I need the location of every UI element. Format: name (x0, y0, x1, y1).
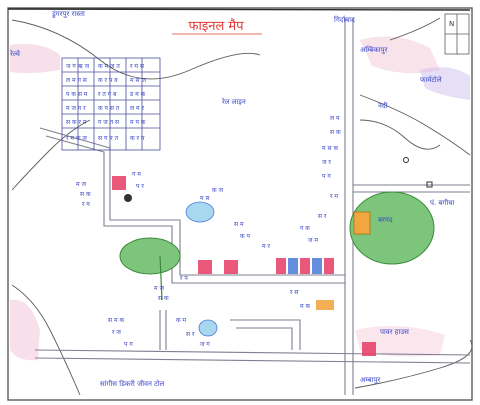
svg-text:ग ज त स: ग ज त स (98, 119, 120, 126)
svg-text:र स: र स (290, 289, 299, 296)
svg-text:म ज: म ज (154, 285, 164, 292)
svg-text:क र प व: क र प व (98, 77, 118, 84)
svg-text:क प: क प (240, 233, 251, 240)
village-grid (61, 57, 161, 151)
svg-text:ल म र: ल म र (130, 105, 144, 112)
tree-icon (119, 237, 181, 301)
svg-text:क म ज त: क म ज त (98, 63, 120, 70)
contour-bottomright (354, 339, 473, 389)
house-icon (362, 342, 376, 356)
pink-wash-topleft (10, 43, 60, 74)
label-bottom-center: सांगीस डिकरी जीवन टोल (100, 379, 164, 388)
roads (34, 18, 471, 395)
svg-text:म क: म क (300, 303, 310, 310)
svg-text:स क: स क (80, 191, 91, 198)
svg-text:र प: र प (180, 275, 188, 282)
pink-wash-bottomleft (10, 299, 40, 361)
svg-text:म र: म र (262, 243, 270, 250)
svg-text:क र म: क र म (130, 135, 145, 142)
map-border (7, 7, 473, 401)
svg-text:स क: स क (158, 295, 169, 302)
svg-text:र म स: र म स (130, 63, 145, 70)
marker-icon (403, 157, 409, 163)
contour-right-2 (359, 119, 441, 150)
label-bottom-right-road: अम्बापुर (360, 376, 380, 384)
svg-text:म स क: म स क (322, 145, 338, 152)
well-icon (124, 194, 132, 202)
svg-text:म स ज: म स ज (130, 77, 146, 84)
svg-text:प ग: प ग (124, 341, 133, 348)
svg-text:स म: स म (234, 221, 244, 228)
svg-text:र म क ज: र म क ज (66, 135, 87, 142)
svg-text:र ज: र ज (112, 329, 121, 336)
svg-text:म ज ग र: म ज ग र (66, 105, 86, 112)
svg-text:प क स म: प क स म (66, 91, 88, 98)
svg-text:स र: स र (318, 213, 327, 220)
purple-wash-right (420, 67, 470, 100)
svg-text:म ज: म ज (76, 181, 86, 188)
house-icon (224, 260, 238, 274)
pink-wash-topright (360, 36, 440, 74)
pond-icon (198, 319, 218, 337)
svg-text:म प क: म प क (130, 119, 146, 126)
house-icon (112, 176, 126, 190)
svg-text:र त ग ब: र त ग ब (98, 91, 117, 98)
contour-top (11, 19, 261, 80)
contour-bottomleft (11, 284, 81, 396)
svg-text:ल म: ल म (330, 115, 340, 122)
label-center-area: रेल लाइन (222, 97, 246, 106)
svg-text:ज ग: ज ग (200, 341, 210, 348)
svg-text:ड म क: ड म क (129, 91, 146, 98)
label-right-upper-2: फार्मटोले (420, 75, 442, 84)
svg-text:स ग प त: स ग प त (98, 135, 119, 142)
svg-text:प र: प र (136, 183, 144, 190)
svg-text:ग क: ग क (300, 225, 310, 232)
svg-text:स म क: स म क (108, 317, 124, 324)
label-right-upper-road: अम्बिकापुर (360, 45, 388, 54)
scattered-dwellings: म ज स क र प ग म प र म सक ज स म क प म र ग क ज म… (76, 115, 341, 348)
svg-text:ग म: ग म (132, 171, 141, 178)
label-right-tree-note: बरगद (378, 216, 393, 224)
svg-text:म स: म स (200, 195, 210, 202)
compass-icon: N (444, 13, 470, 55)
svg-text:स क: स क (330, 129, 341, 136)
svg-text:प ग: प ग (322, 173, 331, 180)
svg-text:स र: स र (186, 331, 195, 338)
house-icon (276, 258, 334, 274)
pink-wash-bottomright (355, 326, 445, 357)
contour-right-1 (359, 94, 471, 156)
svg-text:क प स त: क प स त (98, 105, 120, 112)
svg-text:र प: र प (82, 201, 90, 208)
label-right-tree-area: पं. बगीचा (430, 198, 455, 207)
tree-icon (349, 191, 435, 265)
svg-text:ल म ग स: ल म ग स (66, 77, 88, 84)
top-frame-line (7, 8, 471, 11)
map-title: फाइनल मैप (188, 18, 244, 34)
svg-text:ज र: ज र (322, 159, 331, 166)
svg-text:ज म: ज म (308, 237, 318, 244)
svg-text:क म: क म (176, 317, 187, 324)
label-left-edge: रेल्वे (10, 49, 20, 58)
label-bottom-right: पावर हाउस (380, 328, 409, 336)
svg-text:स क र म: स क र म (66, 119, 87, 126)
svg-text:ञ ग ऋ ज: ञ ग ऋ ज (66, 63, 90, 70)
svg-text:क ज: क ज (212, 187, 224, 194)
house-icon (316, 300, 334, 310)
svg-text:र म: र म (330, 193, 338, 200)
house-icon (198, 260, 212, 274)
pond-icon (185, 201, 215, 223)
label-right-mid: नदी (378, 101, 388, 110)
contour-topright (389, 17, 441, 41)
svg-text:N: N (449, 20, 454, 28)
marker-icon (426, 181, 433, 188)
label-top-left-road: डुंगरपुर रास्ता (51, 10, 85, 18)
label-top-right: गिर्दाबाद (334, 15, 355, 24)
